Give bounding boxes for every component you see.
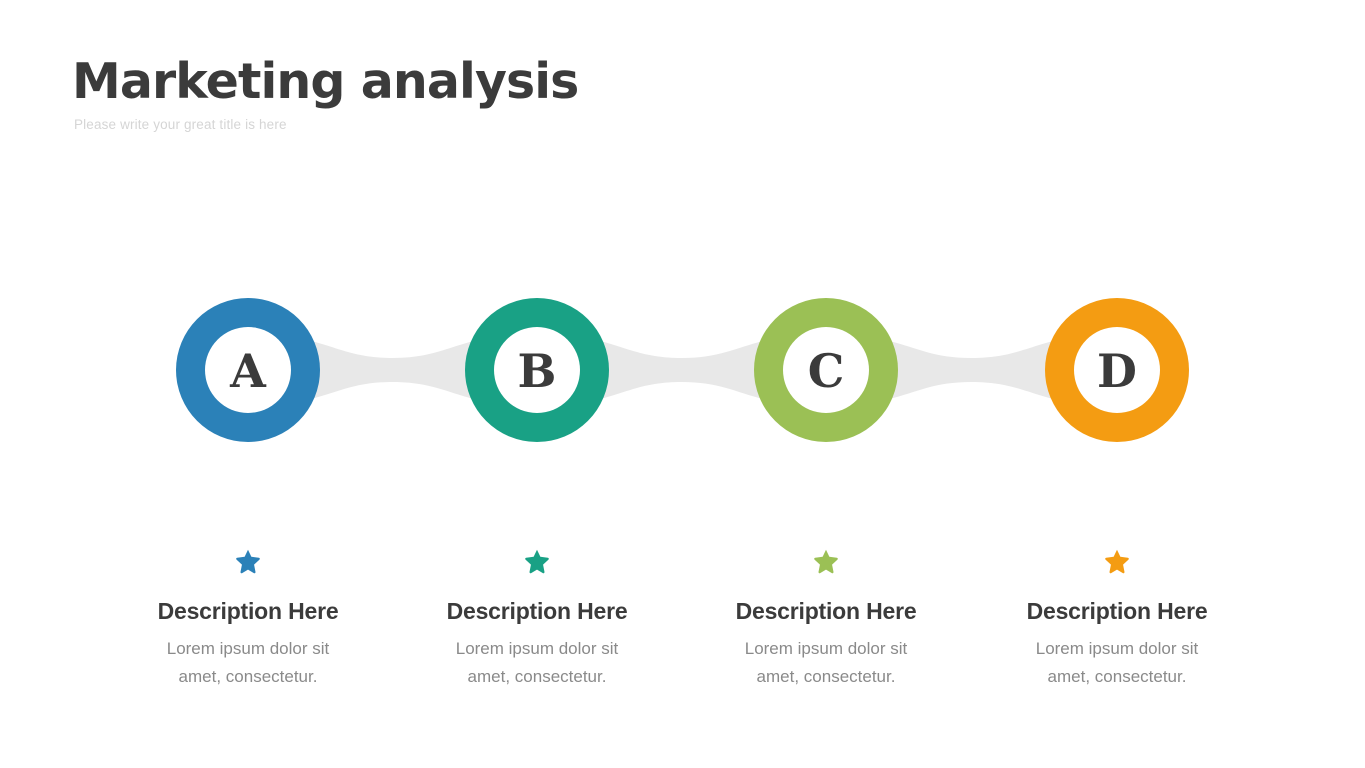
node-label-c: C xyxy=(808,344,845,398)
node-center-b xyxy=(494,327,580,413)
nodes-layer: A B C D xyxy=(176,298,1189,442)
node-d[interactable]: D xyxy=(1045,298,1189,442)
column-heading: Description Here xyxy=(157,598,339,624)
column-heading: Description Here xyxy=(446,598,628,624)
column-heading: Description Here xyxy=(735,598,917,624)
node-b[interactable]: B xyxy=(465,298,609,442)
page-title: Marketing analysis xyxy=(72,53,579,110)
column-heading: Description Here xyxy=(1026,598,1208,624)
star-icon-shape xyxy=(1105,549,1129,574)
node-center-c xyxy=(783,327,869,413)
node-c[interactable]: C xyxy=(754,298,898,442)
node-center-d xyxy=(1074,327,1160,413)
star-icon-shape xyxy=(814,549,838,574)
star-icon xyxy=(814,549,838,574)
node-a[interactable]: A xyxy=(176,298,320,442)
column-body-text: Lorem ipsum dolor sit amet, consectetur. xyxy=(744,639,908,687)
connectors-layer xyxy=(248,334,1117,406)
column-body-text: Lorem ipsum dolor sit amet, consectetur. xyxy=(1035,639,1199,687)
node-ring-d xyxy=(1045,298,1189,442)
node-label-b: B xyxy=(518,344,557,398)
connector-b-to-c xyxy=(537,334,826,406)
star-icon xyxy=(236,549,260,574)
node-ring-b xyxy=(465,298,609,442)
star-icon xyxy=(525,549,549,574)
column-body-text: Lorem ipsum dolor sit amet, consectetur. xyxy=(455,639,619,687)
column-body-text: Lorem ipsum dolor sit amet, consectetur. xyxy=(166,639,330,687)
node-label-d: D xyxy=(1097,344,1137,398)
node-label-a: A xyxy=(229,344,267,398)
connector-a-to-b xyxy=(248,334,537,406)
slide-header: Marketing analysis Please write your gre… xyxy=(72,53,972,133)
page-subtitle: Please write your great title is here xyxy=(74,117,287,133)
node-ring-c xyxy=(754,298,898,442)
star-icon-shape xyxy=(525,549,549,574)
star-icon-shape xyxy=(236,549,260,574)
node-ring-a xyxy=(176,298,320,442)
star-icon xyxy=(1105,549,1129,574)
connector-c-to-d xyxy=(826,334,1117,406)
node-center-a xyxy=(205,327,291,413)
